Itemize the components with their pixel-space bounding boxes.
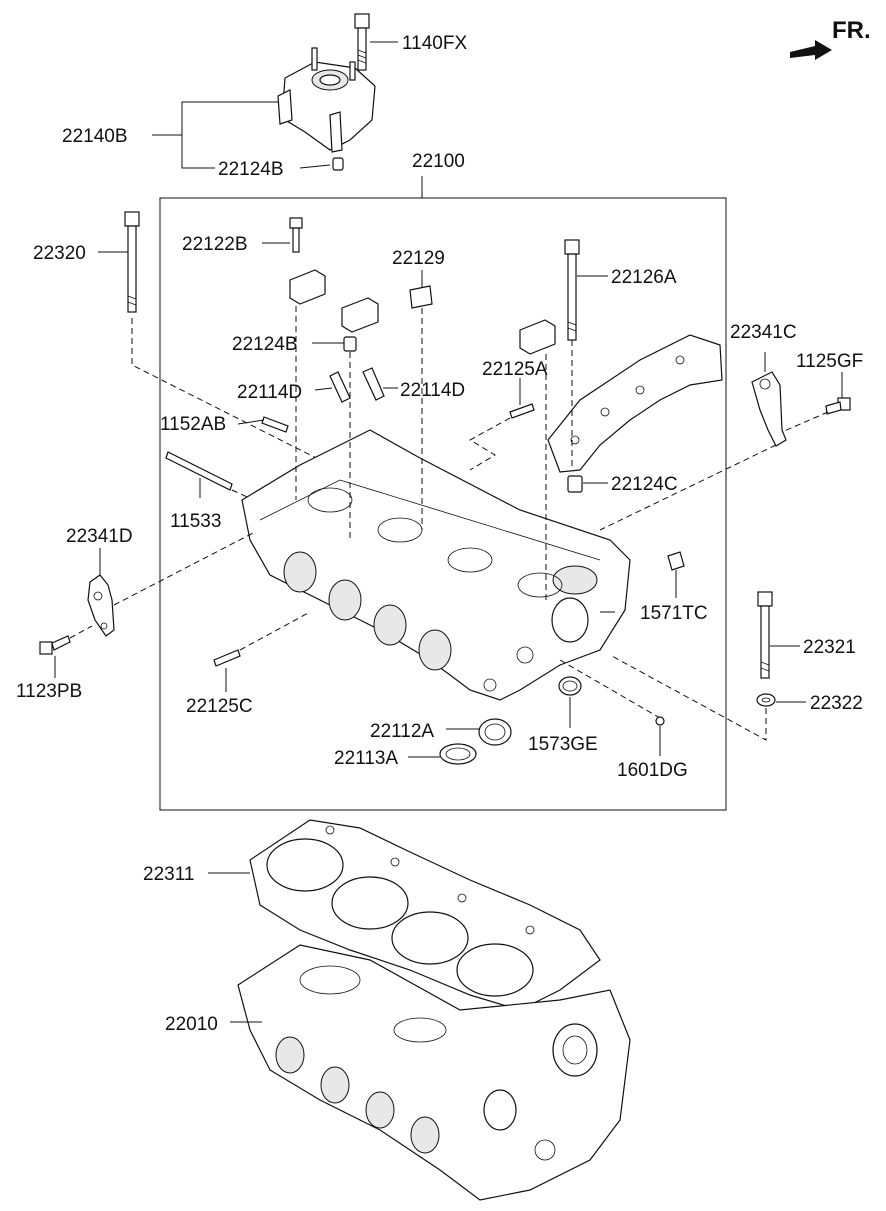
cylinder-head-22010-drawing bbox=[237, 944, 631, 1201]
label-22322: 22322 bbox=[810, 693, 863, 714]
bracket-22140b-drawing bbox=[277, 47, 376, 153]
stud-1152ab-drawing bbox=[261, 416, 289, 433]
label-11533: 11533 bbox=[170, 511, 221, 532]
seal-22113a-drawing bbox=[439, 743, 477, 765]
label-1125gf: 1125GF bbox=[796, 351, 863, 372]
front-direction-arrow: FR. bbox=[790, 17, 871, 60]
label-22125a: 22125A bbox=[482, 359, 548, 380]
bolt-22320-drawing bbox=[124, 211, 140, 313]
label-22122b: 22122B bbox=[182, 234, 248, 255]
seal-1573ge-drawing bbox=[558, 676, 582, 696]
bolt-22122b-drawing bbox=[289, 217, 303, 253]
label-22321: 22321 bbox=[803, 637, 856, 658]
label-22129: 22129 bbox=[392, 248, 445, 269]
seal-22112a-drawing bbox=[478, 718, 512, 746]
front-cover-bracket-drawing bbox=[547, 334, 723, 473]
label-22320: 22320 bbox=[33, 243, 86, 264]
label-22112a: 22112A bbox=[370, 721, 434, 742]
cam-cap-middle-drawing bbox=[341, 297, 379, 333]
label-22124b-mid: 22124B bbox=[232, 334, 298, 355]
stud-22125c-drawing bbox=[213, 649, 241, 667]
part-22129-drawing bbox=[409, 285, 433, 309]
plug-1571tc-drawing bbox=[667, 551, 685, 571]
label-22113a: 22113A bbox=[334, 748, 398, 769]
label-1152ab: 1152AB bbox=[160, 414, 226, 435]
label-1571tc: 1571TC bbox=[640, 603, 708, 624]
bolt-22321-drawing bbox=[757, 591, 773, 679]
cam-cap-22125a-drawing bbox=[519, 319, 556, 355]
dowel-22124b-mid-drawing bbox=[343, 336, 357, 352]
dowel-22124b-top-drawing bbox=[332, 157, 344, 171]
label-22124c: 22124C bbox=[611, 474, 678, 495]
label-22100: 22100 bbox=[412, 151, 465, 172]
bolt-22126a-drawing bbox=[564, 239, 580, 341]
head-gasket-22311-drawing bbox=[249, 819, 601, 1011]
cylinder-head-assembly-box bbox=[159, 197, 727, 811]
stud-11533-drawing bbox=[165, 451, 233, 491]
plug-1601dg-drawing bbox=[655, 716, 665, 726]
label-1140fx: 1140FX bbox=[402, 33, 467, 54]
cylinder-head-22100-drawing bbox=[241, 429, 631, 701]
label-1601dg: 1601DG bbox=[617, 760, 688, 781]
bracket-22341d-drawing bbox=[87, 574, 115, 637]
label-22124b-top: 22124B bbox=[218, 159, 284, 180]
pins-22114d-drawing bbox=[329, 367, 385, 403]
bolt-1140fx-drawing bbox=[354, 13, 370, 71]
front-direction-label: FR. bbox=[832, 17, 871, 44]
label-1573ge: 1573GE bbox=[528, 734, 598, 755]
label-22311: 22311 bbox=[143, 864, 194, 885]
label-22114d-right: 22114D bbox=[400, 380, 465, 401]
label-22341d: 22341D bbox=[66, 526, 133, 547]
label-22140b: 22140B bbox=[62, 126, 128, 147]
label-22341c: 22341C bbox=[730, 322, 797, 343]
label-22125c: 22125C bbox=[186, 696, 253, 717]
bracket-22341c-drawing bbox=[751, 371, 787, 447]
stud-22125a-drawing bbox=[509, 403, 535, 419]
bolt-1125gf-drawing bbox=[825, 397, 851, 415]
label-22114d-left: 22114D bbox=[237, 382, 302, 403]
label-22010: 22010 bbox=[165, 1014, 218, 1035]
label-22126a: 22126A bbox=[611, 267, 677, 288]
dowel-22124c-drawing bbox=[567, 475, 583, 493]
cam-cap-left-drawing bbox=[289, 269, 326, 305]
bolt-1123pb-drawing bbox=[39, 635, 71, 655]
washer-22322-drawing bbox=[756, 693, 776, 707]
label-1123pb: 1123PB bbox=[16, 681, 82, 702]
